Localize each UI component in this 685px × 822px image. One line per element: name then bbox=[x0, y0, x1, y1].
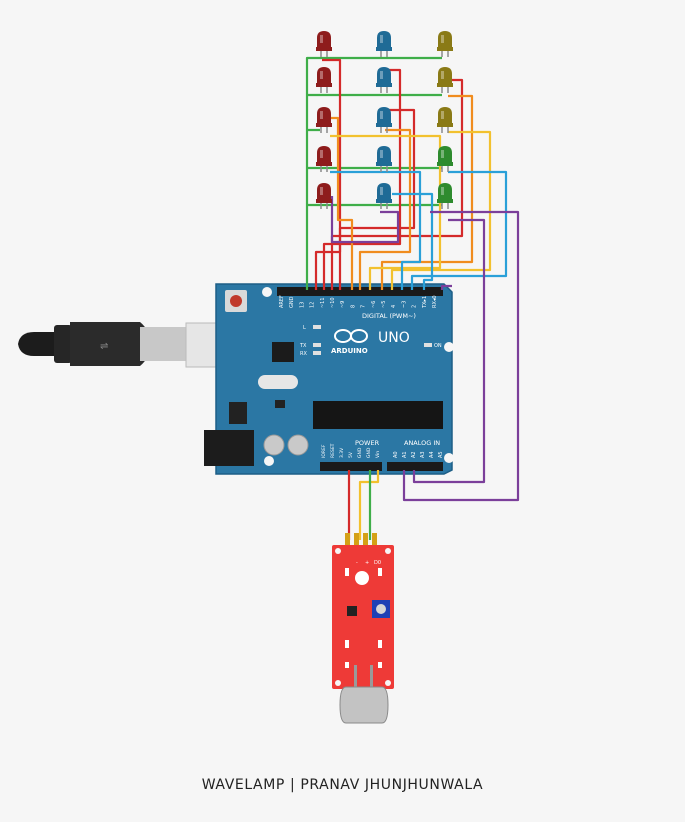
power-pin-label: 5V bbox=[348, 451, 354, 458]
power-jack bbox=[204, 430, 254, 466]
led-olive bbox=[437, 31, 453, 57]
analog-pin-label: A3 bbox=[420, 451, 426, 458]
led-olive bbox=[437, 67, 453, 93]
wire-yellow bbox=[330, 134, 442, 290]
led-blue bbox=[376, 31, 392, 57]
power-pin-label: GND bbox=[366, 447, 372, 458]
digital-pin-label: TX▸1 bbox=[422, 296, 428, 309]
l-led-label: L bbox=[303, 325, 306, 331]
wire-orange bbox=[380, 94, 474, 290]
wire-purple bbox=[330, 196, 400, 244]
digital-pin-label: 13 bbox=[299, 302, 305, 308]
analog-pin-label: A1 bbox=[402, 451, 408, 458]
led-blue bbox=[376, 183, 392, 209]
wire-orange bbox=[358, 128, 412, 290]
wire-purple bbox=[440, 284, 452, 290]
wire-purple bbox=[402, 210, 520, 502]
rx-led-label: RX bbox=[300, 351, 307, 357]
power-pin-label: Vin bbox=[375, 451, 381, 458]
sensor-pin-label: D0 bbox=[374, 560, 381, 566]
analog-pin-label: A4 bbox=[429, 451, 435, 458]
analog-pin-label: A5 bbox=[438, 451, 444, 458]
digital-pin-label: 4 bbox=[391, 305, 397, 308]
power-header-label: POWER bbox=[355, 439, 380, 447]
usb-cable: ⇌ bbox=[18, 322, 239, 368]
led-red bbox=[316, 31, 332, 57]
analog-header-label: ANALOG IN bbox=[404, 439, 440, 447]
led-green bbox=[437, 183, 453, 209]
microphone-capsule bbox=[339, 686, 389, 724]
led-olive bbox=[437, 107, 453, 133]
model-label: UNO bbox=[378, 330, 410, 346]
page-caption: WAVELAMP | PRANAV JHUNJHUNWALA bbox=[201, 777, 484, 793]
sound-sensor-module: - + D0 bbox=[332, 533, 394, 724]
led-matrix bbox=[316, 31, 453, 209]
wire-blue bbox=[330, 170, 422, 290]
wire-yellow bbox=[390, 130, 492, 290]
digital-pin-label: ~5 bbox=[381, 301, 387, 308]
led-red bbox=[316, 107, 332, 133]
digital-pin-label: 8 bbox=[350, 305, 356, 308]
tx-led-label: TX bbox=[299, 343, 307, 349]
power-pin-label: 3.3V bbox=[339, 447, 345, 458]
led-blue bbox=[376, 67, 392, 93]
logo-text: ARDUINO bbox=[331, 347, 368, 355]
sensor-pin-labels: - + D0 bbox=[356, 560, 381, 566]
arduino-logo bbox=[334, 329, 368, 343]
on-led-label: ON bbox=[434, 343, 442, 349]
led-red bbox=[316, 146, 332, 172]
wire-green bbox=[305, 56, 442, 290]
led-green bbox=[437, 146, 453, 172]
digital-pin-label: ~6 bbox=[371, 301, 377, 308]
analog-pin-label: A0 bbox=[393, 451, 399, 458]
analog-pin-label: A2 bbox=[411, 451, 417, 458]
digital-pin-labels: AREF GND 13 12 ~11 ~10 ~9 8 7 ~6 ~5 4 ~3 2 TX▸1 RX◂0 bbox=[279, 295, 438, 309]
digital-pin-label: AREF bbox=[279, 295, 285, 308]
digital-header bbox=[277, 287, 443, 296]
arduino-uno-board: ARDUINO UNO DIGITAL (PWM~) POWER ANALOG … bbox=[204, 283, 454, 475]
digital-pin-label: ~9 bbox=[340, 301, 346, 308]
led-red bbox=[316, 67, 332, 93]
wire-red bbox=[338, 108, 416, 290]
digital-pin-label: 2 bbox=[412, 305, 418, 308]
digital-pin-label: ~11 bbox=[320, 297, 326, 308]
power-pin-label: RESET bbox=[330, 443, 336, 458]
sensor-pin-label: - bbox=[356, 560, 358, 566]
digital-pin-label: 7 bbox=[361, 305, 367, 308]
digital-header-label: DIGITAL (PWM~) bbox=[362, 312, 416, 320]
digital-pin-label: 12 bbox=[310, 302, 316, 308]
digital-pin-label: RX◂0 bbox=[432, 295, 438, 308]
wire-blue bbox=[410, 170, 508, 290]
power-pin-label: GND bbox=[357, 447, 363, 458]
wire-purple bbox=[412, 218, 486, 484]
svg-text:⇌: ⇌ bbox=[100, 341, 108, 352]
wire-orange bbox=[320, 116, 354, 290]
digital-pin-label: GND bbox=[289, 296, 295, 308]
led-blue bbox=[376, 146, 392, 172]
comparator-chip bbox=[347, 606, 357, 616]
sensor-pin-label: + bbox=[365, 560, 369, 566]
microcontroller-chip bbox=[313, 401, 443, 429]
wire-red bbox=[322, 68, 402, 290]
wire-red bbox=[330, 78, 464, 290]
led-blue bbox=[376, 107, 392, 133]
digital-pin-label: ~3 bbox=[401, 301, 407, 308]
power-pin-label: IOREF bbox=[321, 444, 327, 458]
led-red bbox=[316, 183, 332, 209]
wire-blue bbox=[392, 192, 434, 290]
wires bbox=[305, 56, 520, 540]
digital-pin-label: ~10 bbox=[330, 297, 336, 308]
